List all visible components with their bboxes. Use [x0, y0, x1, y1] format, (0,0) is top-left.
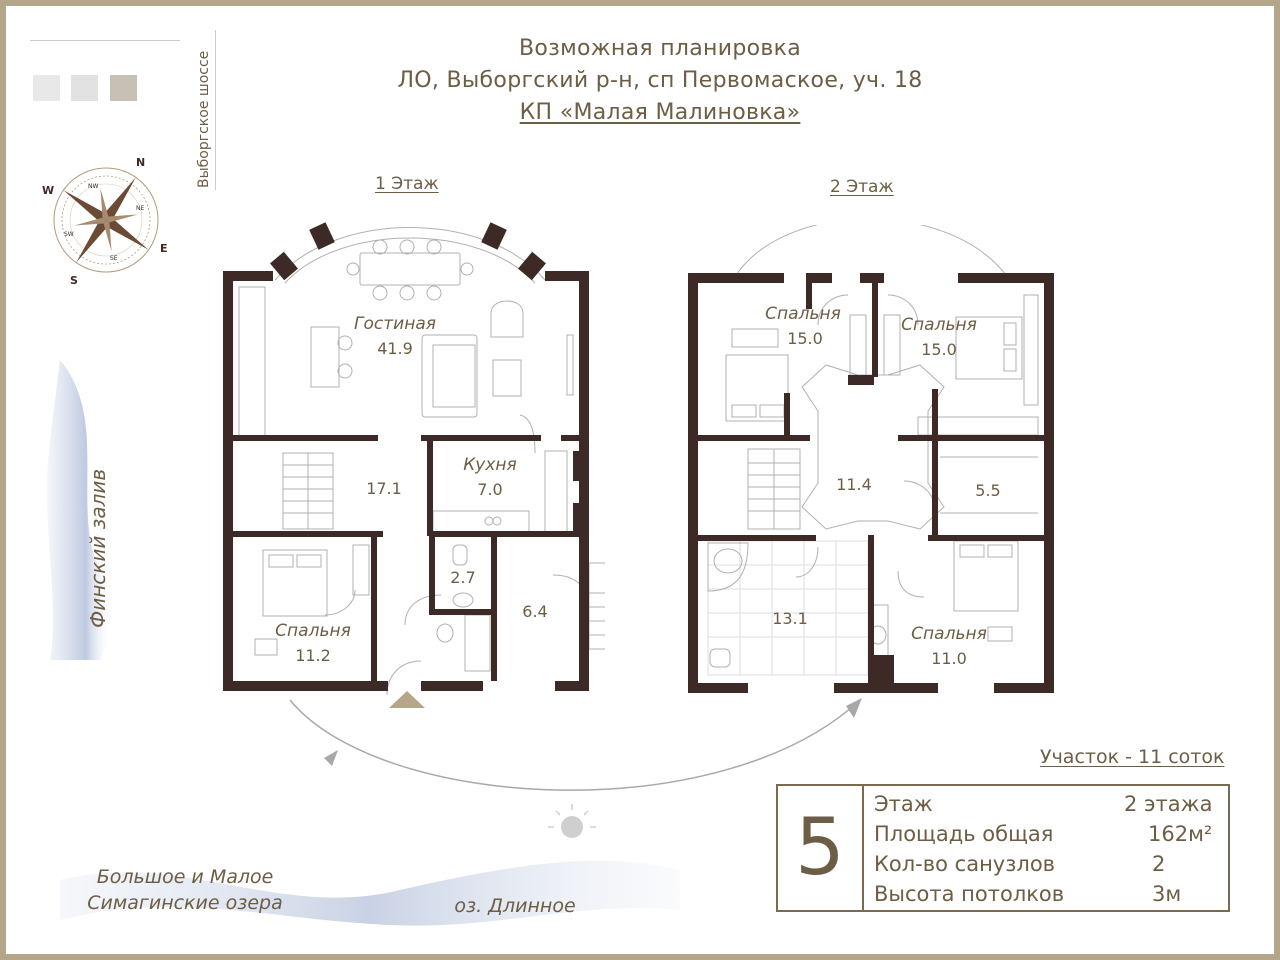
road-line	[215, 30, 216, 190]
house-number: 5	[778, 786, 864, 910]
info-key-bathrooms: Кол-во санузлов	[874, 852, 1056, 876]
compass-w: W	[42, 184, 54, 197]
bathroom-area-floor-2: 13.1	[772, 609, 808, 628]
kitchen-name: Кухня	[463, 455, 517, 475]
wc-area-floor-1: 2.7	[450, 568, 476, 587]
gulf-water-decoration	[47, 360, 112, 660]
info-row-ceiling: Высота потолков 3м	[874, 882, 1224, 912]
compass-rose: N E S W NW NE SE SW	[42, 156, 168, 287]
closet-area: 5.5	[975, 481, 1001, 500]
bedroom-3-area: 15.0	[921, 340, 957, 359]
color-swatch-3	[110, 75, 137, 101]
color-swatch-1	[33, 75, 60, 101]
info-key-floors: Этаж	[874, 792, 933, 816]
info-value-area: 162м²	[1148, 822, 1213, 846]
gulf-label: Финский залив	[86, 468, 110, 628]
color-swatch-2	[71, 75, 98, 101]
compass-nw: NW	[88, 183, 98, 190]
info-value-bathrooms: 2	[1152, 852, 1166, 876]
floor-1-label: 1 Этаж	[375, 174, 439, 194]
header-line-1: Возможная планировка	[519, 36, 801, 61]
compass-e: E	[160, 242, 168, 255]
info-value-ceiling: 3м	[1152, 882, 1182, 906]
top-left-rule	[30, 40, 180, 41]
info-value-floors: 2 этажа	[1124, 792, 1213, 816]
info-row-area: Площадь общая 162м²	[874, 822, 1224, 852]
compass-s: S	[70, 274, 78, 287]
house-info-panel: 5 Этаж 2 этажа Площадь общая 162м² Кол-в…	[776, 784, 1230, 912]
info-row-floors: Этаж 2 этажа	[874, 792, 1224, 822]
info-row-bathrooms: Кол-во санузлов 2	[874, 852, 1224, 882]
compass-sw: SW	[64, 231, 74, 238]
living-room-area: 41.9	[377, 339, 413, 358]
bedroom-2-name: Спальня	[765, 304, 841, 324]
sun-path	[289, 698, 862, 838]
lake-long-label: оз. Длинное	[454, 895, 576, 917]
hall-area-floor-1: 17.1	[366, 479, 402, 498]
lake-water-decoration	[60, 860, 680, 926]
kitchen-area: 7.0	[477, 480, 503, 499]
compass-ne: NE	[136, 205, 144, 212]
bedroom-2-area: 15.0	[787, 329, 823, 348]
floor-2-plan	[688, 225, 1054, 693]
bedroom-1-area: 11.2	[295, 646, 331, 665]
road-label: Выборгское шоссе	[196, 50, 212, 188]
header-line-2: ЛО, Выборгский р-н, сп Первомаское, уч. …	[397, 68, 923, 93]
info-key-ceiling: Высота потолков	[874, 882, 1065, 906]
floor-2-label: 2 Этаж	[830, 177, 894, 197]
lakes-label-line-1: Большое и Малое	[96, 866, 274, 888]
compass-se: SE	[110, 255, 118, 262]
plot-size-label: Участок - 11 соток	[1040, 746, 1225, 768]
floor-1-plan	[223, 222, 605, 708]
living-room-name: Гостиная	[354, 314, 436, 334]
bedroom-3-name: Спальня	[901, 315, 977, 335]
header-line-3: КП «Малая Малиновка»	[519, 100, 801, 125]
utility-area: 6.4	[522, 602, 548, 621]
lakes-label: Большое и Малое Симагинские озера	[60, 864, 310, 916]
info-key-area: Площадь общая	[874, 822, 1054, 846]
compass-n: N	[136, 156, 145, 169]
hall-area-floor-2: 11.4	[836, 475, 872, 494]
lakes-label-line-2: Симагинские озера	[87, 892, 283, 914]
bedroom-1-name: Спальня	[275, 621, 351, 641]
bedroom-4-area: 11.0	[931, 649, 967, 668]
bedroom-4-name: Спальня	[911, 624, 987, 644]
